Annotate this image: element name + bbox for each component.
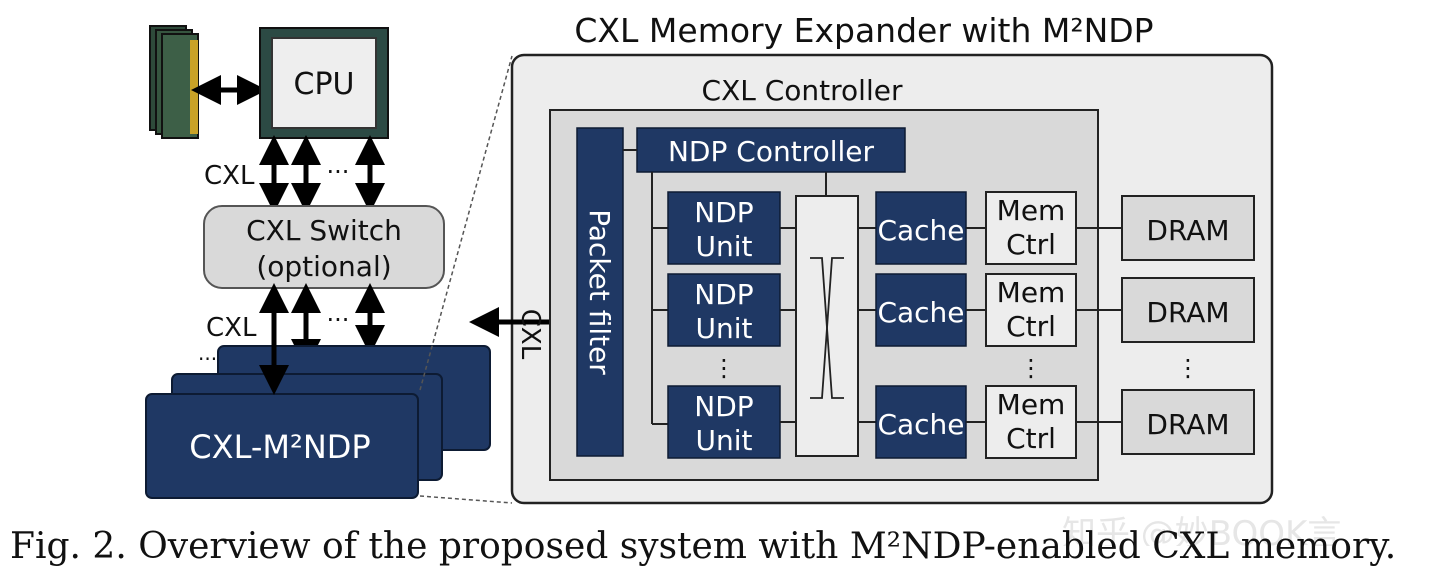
- ndp-unit-2: NDP Unit: [667, 273, 781, 347]
- mem-ctrl-label-line2: Ctrl: [1006, 422, 1056, 455]
- mem-ctrl-label-line1: Mem: [997, 194, 1066, 227]
- ndp-unit-label-line2: Unit: [696, 312, 753, 345]
- cxl-m2ndp-devices: CXL-M²NDP: [145, 345, 491, 499]
- packet-filter-label: Packet filter: [583, 209, 616, 375]
- mem-ctrl-label-line1: Mem: [997, 276, 1066, 309]
- cache-2: Cache: [875, 273, 967, 347]
- cache-label: Cache: [877, 408, 964, 441]
- figure-caption: Fig. 2. Overview of the proposed system …: [10, 526, 1397, 567]
- ndp-unit-label-line1: NDP: [694, 390, 753, 423]
- system-diagram: CPU CXL ··· CXL Switch (optional) CXL ··…: [145, 11, 1274, 505]
- controller-label: CXL Controller: [702, 74, 903, 107]
- cache-3: Cache: [875, 385, 967, 459]
- watermark: 知乎 @妙BOOK言: [1062, 514, 1342, 546]
- ndp-unit-vellipsis: ⋮: [712, 354, 736, 382]
- cxl-top-label: CXL: [204, 161, 255, 191]
- switch-label-line1: CXL Switch: [246, 214, 402, 247]
- dram-1: DRAM: [1121, 195, 1255, 261]
- mem-ctrl-2: Mem Ctrl: [985, 273, 1077, 347]
- mem-ctrl-1: Mem Ctrl: [985, 191, 1077, 265]
- cxl-top-ellipsis: ···: [327, 158, 350, 186]
- mem-ctrl-label-line2: Ctrl: [1006, 310, 1056, 343]
- cache-label: Cache: [877, 214, 964, 247]
- ndp-unit-label-line1: NDP: [694, 196, 753, 229]
- device-label: CXL-M²NDP: [189, 428, 370, 466]
- ndp-unit-3: NDP Unit: [667, 385, 781, 459]
- memory-module-icon: [149, 25, 199, 139]
- ndp-unit-1: NDP Unit: [667, 191, 781, 265]
- cxl-mid-label: CXL: [206, 313, 257, 343]
- packet-filter: [576, 127, 624, 457]
- cpu-label: CPU: [294, 67, 355, 102]
- mem-ctrl-vellipsis: ⋮: [1019, 354, 1043, 382]
- dram-label: DRAM: [1146, 296, 1229, 329]
- dram-label: DRAM: [1146, 408, 1229, 441]
- cxl-switch: CXL Switch (optional): [203, 205, 445, 289]
- switch-label-line2: (optional): [256, 250, 391, 283]
- cpu-chip: CPU: [259, 27, 389, 139]
- expander-title: CXL Memory Expander with M²NDP: [574, 11, 1153, 50]
- mem-ctrl-label-line2: Ctrl: [1006, 228, 1056, 261]
- mem-ctrl-label-line1: Mem: [997, 388, 1066, 421]
- dram-2: DRAM: [1121, 277, 1255, 343]
- ndp-unit-label-line2: Unit: [696, 424, 753, 457]
- cache-label: Cache: [877, 296, 964, 329]
- zoom-line-top: [419, 55, 513, 391]
- mem-ctrl-3: Mem Ctrl: [985, 385, 1077, 459]
- dram-vellipsis: ⋮: [1176, 354, 1200, 382]
- crossbar-line-b: [810, 257, 844, 399]
- ndp-unit-label-line2: Unit: [696, 230, 753, 263]
- zoom-line-bottom: [419, 495, 513, 504]
- cxl-mid-ellipsis: ···: [327, 306, 350, 334]
- ndp-unit-label-line1: NDP: [694, 278, 753, 311]
- ndp-controller-label: NDP Controller: [668, 135, 875, 168]
- cxl-side-label: CXL: [515, 309, 545, 360]
- dram-label: DRAM: [1146, 214, 1229, 247]
- dram-3: DRAM: [1121, 389, 1255, 455]
- device-stack-ellipsis: ···: [198, 347, 217, 371]
- cache-1: Cache: [875, 191, 967, 265]
